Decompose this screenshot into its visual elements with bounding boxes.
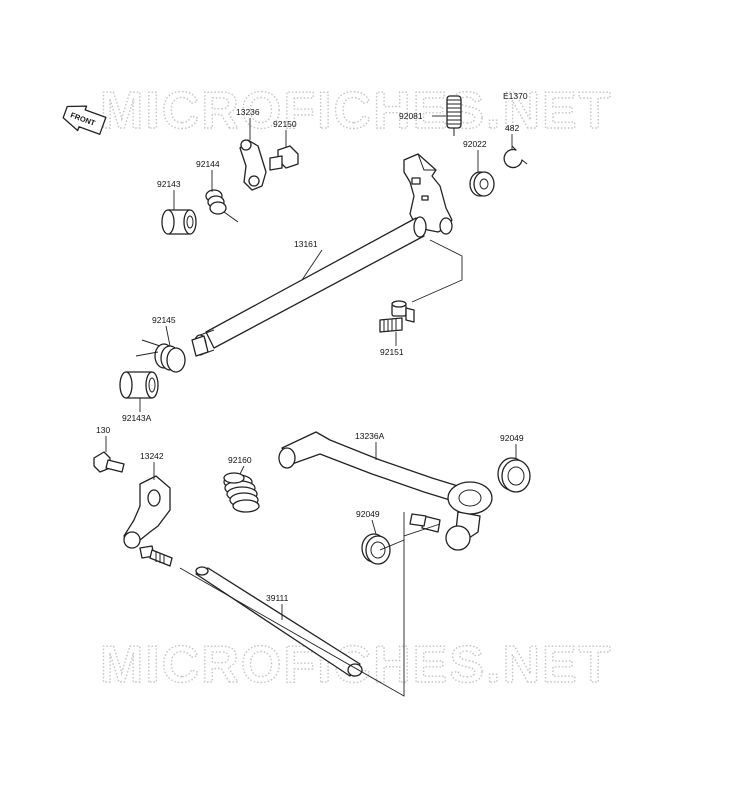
label-13242: 13242 bbox=[140, 451, 164, 461]
bolt-92151-icon bbox=[379, 300, 415, 333]
spring-92081-icon bbox=[446, 95, 462, 136]
label-39111: 39111 bbox=[266, 593, 289, 603]
boot-92160-icon bbox=[223, 472, 260, 513]
bolt-92150-icon bbox=[269, 145, 299, 171]
circlip-482-icon bbox=[503, 145, 528, 169]
label-92143a: 92143A bbox=[122, 413, 152, 423]
label-13236: 13236 bbox=[236, 107, 260, 117]
stopper-arm-13236-icon bbox=[239, 139, 267, 191]
label-13236a: 13236A bbox=[355, 431, 385, 441]
label-130: 130 bbox=[96, 425, 110, 435]
shift-arm-icon bbox=[403, 153, 453, 235]
label-13161: 13161 bbox=[294, 239, 318, 249]
label-92160: 92160 bbox=[228, 455, 252, 465]
label-92049-right: 92049 bbox=[500, 433, 524, 443]
front-arrow-icon: FRONT bbox=[62, 105, 107, 135]
spring-92145-icon bbox=[135, 339, 186, 373]
label-92151: 92151 bbox=[380, 347, 404, 357]
label-92022: 92022 bbox=[463, 139, 487, 149]
washer-92022-icon bbox=[469, 171, 495, 197]
shift-pedal-13236a-icon bbox=[278, 431, 493, 551]
shift-shaft-13161-icon bbox=[191, 216, 427, 357]
spring-92144-icon bbox=[205, 189, 239, 223]
label-92150: 92150 bbox=[273, 119, 297, 129]
bolt-130-icon bbox=[93, 451, 125, 473]
lever-13242-icon bbox=[123, 475, 173, 567]
washer-92049-right-icon bbox=[497, 457, 531, 493]
washer-92049-left-icon bbox=[361, 533, 391, 565]
label-92081: 92081 bbox=[399, 111, 423, 121]
collar-92143-icon bbox=[161, 209, 197, 235]
diagram-code: E1370 bbox=[503, 91, 528, 101]
label-482: 482 bbox=[505, 123, 519, 133]
label-92144: 92144 bbox=[196, 159, 220, 169]
collar-92143a-icon bbox=[119, 371, 159, 399]
watermark-top: MICROFICHES.NET bbox=[100, 82, 612, 140]
rod-39111-icon bbox=[195, 566, 363, 677]
label-92145: 92145 bbox=[152, 315, 176, 325]
label-92049-left: 92049 bbox=[356, 509, 380, 519]
label-92143: 92143 bbox=[157, 179, 181, 189]
